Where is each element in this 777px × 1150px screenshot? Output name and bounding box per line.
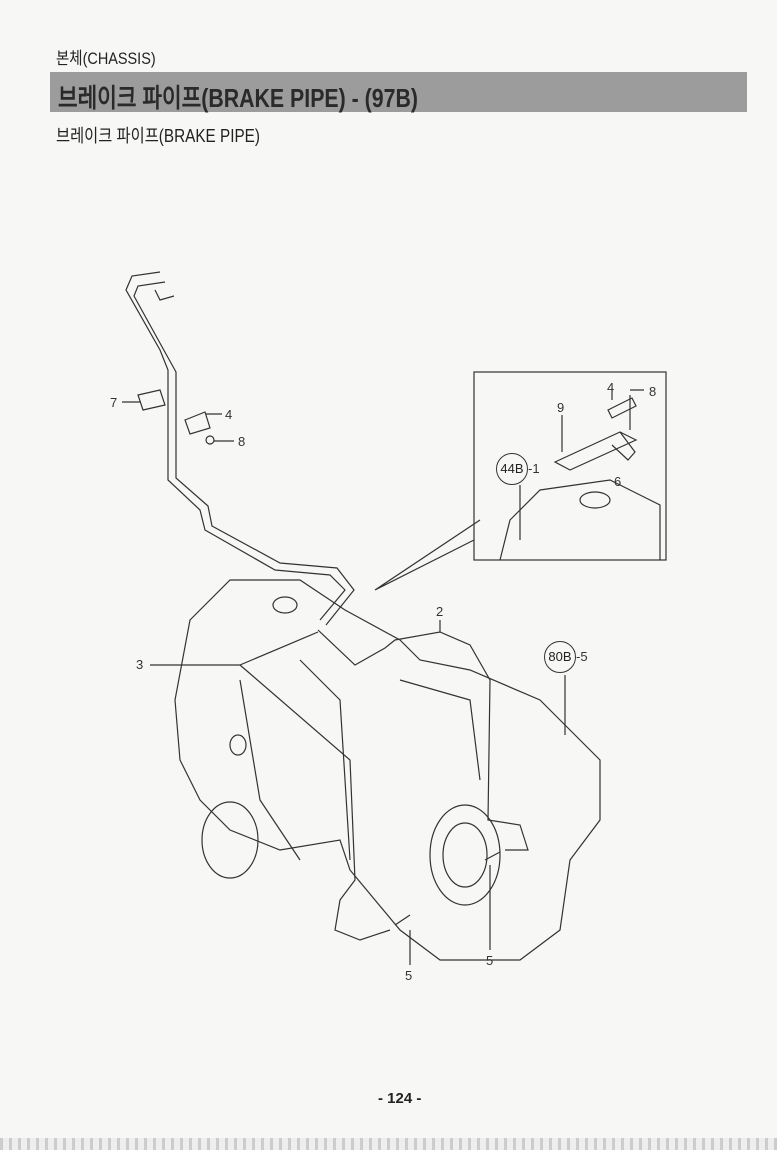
callout-80b: 80B — [544, 641, 576, 673]
callout-8: 8 — [238, 434, 246, 449]
page-title: 브레이크 파이프(BRAKE PIPE) - (97B) — [58, 83, 419, 113]
scan-edge — [0, 1138, 777, 1150]
inset-callout-4: 4 — [607, 380, 615, 395]
callout-7: 7 — [110, 395, 118, 410]
page-number: - 124 - — [378, 1090, 422, 1107]
inset-parts — [499, 388, 661, 561]
callout-44b: 44B — [496, 453, 528, 485]
brake-pipe-3 — [238, 631, 391, 941]
section-heading: 본체(CHASSIS) — [56, 49, 156, 68]
detail-inset — [473, 371, 667, 561]
callout-3: 3 — [136, 657, 144, 672]
callout-80b-suffix: -5 — [576, 649, 588, 664]
title-bar: 브레이크 파이프(BRAKE PIPE) - (97B) — [50, 72, 747, 113]
callout-5-right: 5 — [486, 953, 494, 968]
callout-2: 2 — [436, 604, 444, 619]
subtitle: 브레이크 파이프(BRAKE PIPE) — [56, 126, 260, 146]
clip-7 — [137, 389, 166, 411]
callout-4: 4 — [225, 407, 233, 422]
inset-callout-9: 9 — [557, 400, 565, 415]
callout-5-left: 5 — [405, 968, 413, 983]
clip-4 — [184, 411, 211, 435]
bolt-8 — [205, 435, 215, 445]
inset-callout-6: 6 — [614, 474, 622, 489]
brake-pipe-2 — [317, 629, 529, 851]
brake-pipe-upper — [125, 271, 355, 626]
transmission-housing — [174, 579, 601, 961]
callout-44b-suffix: -1 — [528, 461, 540, 476]
inset-callout-8: 8 — [649, 384, 657, 399]
